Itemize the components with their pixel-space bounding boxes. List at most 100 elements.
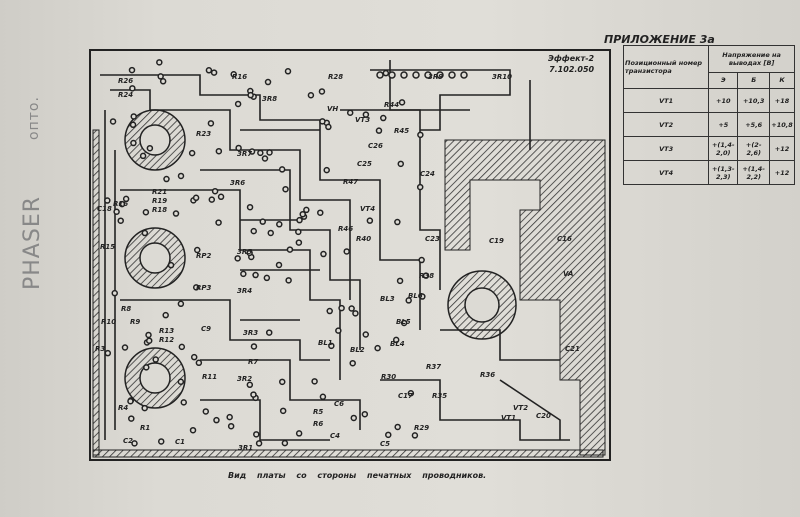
subheader-b: Б: [737, 71, 771, 90]
pads: [104, 59, 468, 447]
solder-pad: [436, 71, 444, 79]
solder-pad: [328, 342, 335, 350]
solder-pad: [417, 131, 424, 139]
solder-pad: [152, 356, 159, 363]
component-label: R13: [159, 327, 175, 335]
traces: [100, 60, 570, 441]
solder-pad: [282, 185, 289, 193]
solder-pad: [167, 261, 175, 269]
solder-pad: [192, 284, 200, 291]
component-label: BL6: [408, 292, 423, 300]
solder-pad: [323, 166, 330, 174]
cell-b: +5,6: [737, 112, 771, 137]
solder-pad: [177, 378, 185, 386]
solder-pad: [335, 327, 342, 334]
component-label: R15: [100, 243, 116, 251]
solder-pad: [141, 404, 148, 412]
component-label: C21: [565, 345, 580, 353]
component-label: C1: [175, 438, 186, 446]
solder-pad: [205, 67, 213, 74]
solder-pad: [418, 256, 425, 264]
component-label: R6: [313, 420, 324, 428]
solder-pad: [285, 277, 292, 284]
component-label: R5: [313, 408, 324, 416]
solder-pad: [318, 88, 326, 95]
solder-pad: [202, 408, 210, 415]
cell-k: +10,8: [769, 112, 795, 137]
solder-pad: [211, 187, 219, 195]
component-label: RP2: [196, 252, 212, 260]
solder-pad: [139, 152, 147, 160]
ground-border: [92, 129, 100, 456]
solder-pad: [275, 261, 283, 269]
solder-pad: [267, 229, 274, 237]
solder-pad: [325, 123, 332, 131]
solder-pad: [210, 69, 218, 76]
solder-pad: [127, 397, 134, 405]
component-label: 3R1: [238, 444, 254, 452]
solder-pad: [129, 121, 137, 129]
solder-pad: [217, 193, 225, 201]
solder-pad: [400, 319, 408, 327]
solder-pad: [141, 229, 149, 237]
solder-pad: [226, 413, 233, 421]
solder-pad: [319, 118, 326, 125]
solder-pad: [407, 390, 415, 397]
solder-pad: [266, 149, 273, 156]
solder-pad: [250, 227, 257, 235]
solder-pad: [145, 331, 152, 339]
component-label: 3R2: [237, 375, 253, 383]
solder-pad: [264, 78, 272, 86]
component-label: 3R9: [428, 73, 444, 81]
component-label: R19: [152, 197, 168, 205]
component-label: R26: [118, 77, 134, 85]
solder-pad: [419, 293, 426, 300]
solder-pad: [343, 248, 350, 255]
component-label: C26: [368, 142, 383, 150]
board-code: Эффект-2 7.102.050: [548, 53, 594, 75]
component-label: R21: [152, 188, 168, 196]
solder-pad: [259, 218, 267, 225]
solder-pad: [252, 271, 259, 279]
solder-pad: [163, 175, 170, 183]
solder-pad: [295, 228, 302, 236]
solder-pad: [278, 166, 286, 173]
solder-pad: [374, 344, 381, 352]
solder-pad: [326, 307, 333, 315]
component-label: R38: [419, 272, 435, 280]
solder-pad: [405, 297, 412, 304]
component-label: R3: [95, 345, 106, 353]
component-label: C9: [201, 325, 212, 333]
solder-pad: [366, 217, 374, 224]
solder-pad: [192, 194, 200, 202]
solder-pad: [118, 200, 126, 208]
solder-pad: [362, 331, 370, 338]
solder-pad: [276, 221, 283, 228]
solder-pad: [265, 329, 273, 336]
solder-pad: [240, 270, 247, 278]
solder-pad: [396, 277, 404, 285]
row-name: VT2: [622, 112, 710, 137]
solder-pad: [177, 300, 185, 308]
component-label: C20: [536, 412, 551, 420]
solder-pad: [121, 344, 129, 351]
solder-pad: [117, 217, 124, 224]
solder-pad: [382, 69, 390, 77]
component-label: 3R5: [237, 248, 253, 256]
solder-pad: [129, 85, 136, 92]
solder-pad: [257, 149, 264, 157]
solder-pad: [122, 195, 130, 203]
ground-bottom: [92, 449, 604, 458]
component-label: R28: [328, 73, 344, 81]
component-label: 3R6: [230, 179, 246, 187]
solder-pad: [422, 272, 430, 279]
component-label: R45: [394, 127, 410, 135]
solder-pad: [375, 127, 383, 134]
component-label: C19: [489, 237, 504, 245]
solder-pad: [317, 209, 324, 216]
solder-pad: [235, 144, 242, 152]
solder-pad: [130, 139, 137, 147]
solder-pad: [412, 71, 420, 79]
cell-k: +18: [769, 88, 795, 113]
